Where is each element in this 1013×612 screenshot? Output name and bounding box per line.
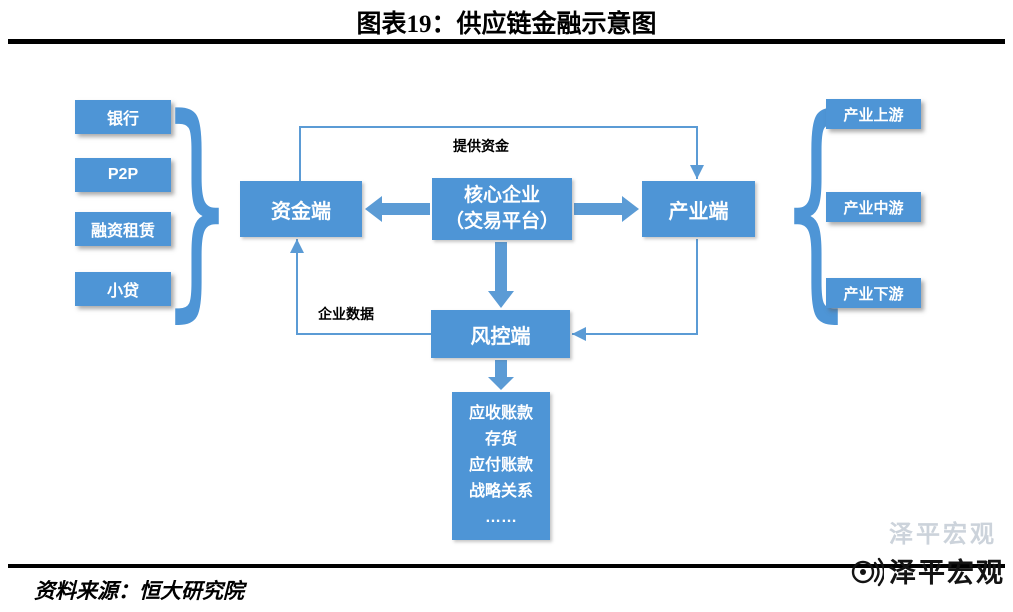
risk-node: 风控端 <box>431 310 570 358</box>
asset-item-payables: 应付账款 <box>468 457 533 474</box>
core-node-line2: （交易平台） <box>444 211 559 232</box>
edge-industry-to-risk <box>572 239 698 341</box>
capital-node: 资金端 <box>240 181 362 237</box>
arrow-risk-to-assets <box>488 360 514 390</box>
right-brace: { <box>780 69 852 343</box>
bottom-rule <box>8 564 1005 568</box>
asset-item-receivables: 应收账款 <box>468 405 533 422</box>
asset-item-ellipsis: …… <box>485 509 517 526</box>
left-brace: } <box>161 69 233 343</box>
asset-item-strategic: 战略关系 <box>468 483 533 500</box>
funding-source-bank: 银行 <box>75 100 171 134</box>
funding-source-microloan: 小贷 <box>75 272 171 306</box>
top-rule <box>8 39 1005 44</box>
brand-text: 泽平宏观 <box>889 558 1005 588</box>
funding-source-leasing: 融资租赁 <box>75 212 171 246</box>
arrow-core-to-risk <box>488 242 514 308</box>
industry-node: 产业端 <box>642 181 755 237</box>
arrow-core-to-industry <box>574 196 639 222</box>
faint-watermark: 泽平宏观 <box>889 521 997 548</box>
core-node: 核心企业 （交易平台） <box>432 178 572 240</box>
assets-node: 应收账款 存货 应付账款 战略关系 …… <box>452 392 550 540</box>
core-node-line1: 核心企业 <box>463 185 540 207</box>
brand-watermark: 泽平宏观 <box>850 551 1005 590</box>
industry-tier-midstream: 产业中游 <box>826 192 921 222</box>
provide-funds-label: 提供资金 <box>453 138 509 154</box>
funding-source-p2p: P2P <box>75 158 171 192</box>
source-note: 资料来源：恒大研究院 <box>34 579 244 603</box>
enterprise-data-label: 企业数据 <box>318 306 374 322</box>
asset-item-inventory: 存货 <box>484 431 517 448</box>
arrow-core-to-capital <box>365 196 430 222</box>
industry-tier-downstream: 产业下游 <box>826 278 921 308</box>
figure-title: 图表19：供应链金融示意图 <box>356 11 657 38</box>
sound-icon <box>851 557 884 586</box>
industry-tier-upstream: 产业上游 <box>826 99 921 129</box>
